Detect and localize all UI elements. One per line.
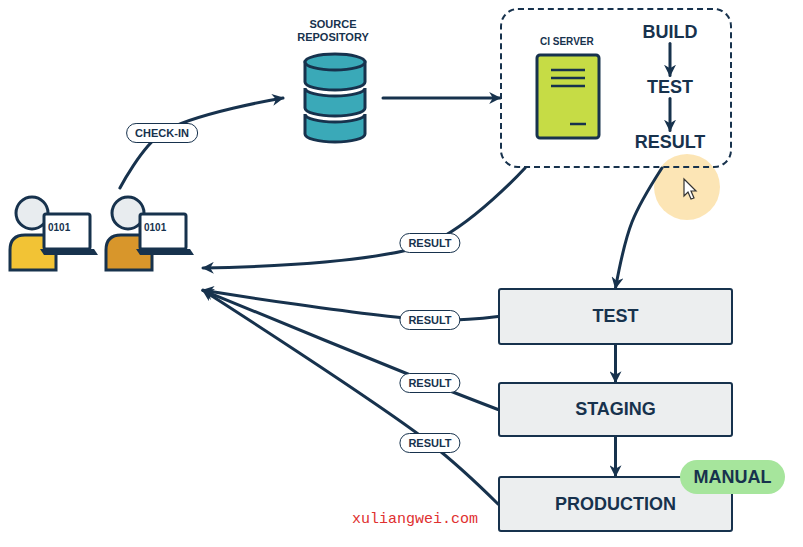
flow-label: RESULT	[399, 433, 460, 453]
flow-label: RESULT	[399, 233, 460, 253]
flow-arrow	[383, 96, 500, 99]
step-text: RESULT	[631, 131, 710, 154]
stage-box: TEST	[498, 288, 733, 345]
flow-label: RESULT	[399, 310, 460, 330]
flow-label: RESULT	[399, 373, 460, 393]
ci-region: BUILD TEST RESULT CI SERVER	[500, 8, 732, 168]
stage-name: PRODUCTION	[555, 494, 676, 515]
flow-arrow	[669, 99, 672, 131]
cursor-highlight	[654, 154, 720, 220]
developer-group: 0101 0101	[8, 188, 203, 298]
repository-label: SOURCE REPOSITORY	[288, 18, 378, 44]
server-icon	[537, 55, 599, 138]
flow-arrow	[614, 345, 617, 382]
step-text: TEST	[643, 76, 698, 99]
developer-figure	[106, 197, 194, 270]
manual-badge: MANUAL	[680, 460, 785, 494]
stage-box: STAGING	[498, 382, 733, 437]
step-name: TEST	[647, 77, 693, 98]
screen-code: 0101	[144, 222, 166, 233]
step-name: RESULT	[635, 132, 706, 153]
step-name: BUILD	[643, 22, 698, 43]
flow-arrow	[203, 290, 498, 409]
server-label: CI SERVER	[540, 36, 594, 47]
flow-label: CHECK-IN	[126, 123, 198, 143]
badge-text: MANUAL	[694, 467, 772, 488]
developer-figure	[10, 197, 98, 270]
flow-arrow	[614, 437, 617, 476]
flow-arrow	[669, 44, 672, 76]
stage-name: STAGING	[575, 399, 656, 420]
watermark: xuliangwei.com	[352, 511, 478, 528]
screen-code: 0101	[48, 222, 70, 233]
stage-box: MANUALPRODUCTION	[498, 476, 733, 532]
flow-arrow	[203, 290, 498, 504]
source-repository: SOURCE REPOSITORY	[283, 18, 383, 142]
step-text: BUILD	[639, 21, 702, 44]
stage-name: TEST	[592, 306, 638, 327]
flow-arrow	[616, 168, 662, 288]
flow-arrow	[120, 98, 283, 188]
flow-arrow	[203, 168, 525, 268]
database-icon	[305, 54, 365, 142]
